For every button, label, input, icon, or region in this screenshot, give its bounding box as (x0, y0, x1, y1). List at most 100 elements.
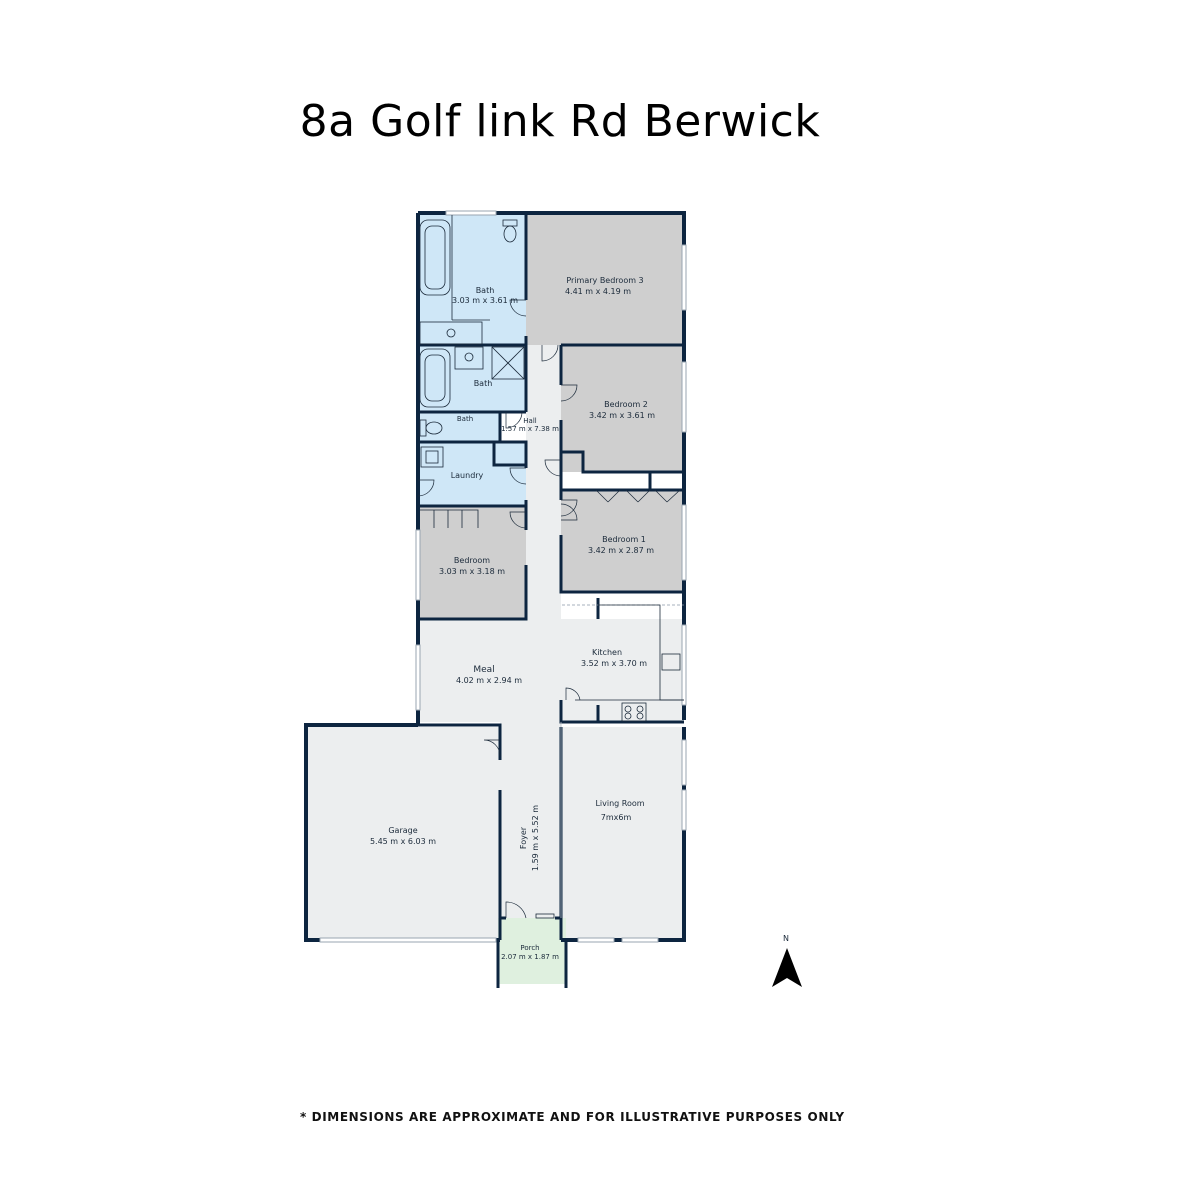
bedroom1-wall (559, 472, 684, 594)
porch-name: Porch (520, 944, 539, 952)
garage-door-swing (483, 739, 501, 757)
bathtub (419, 348, 451, 408)
ensuite-wall (418, 345, 528, 414)
bedroom-1-area (561, 490, 684, 592)
garage-area (306, 727, 500, 940)
toilet-bowl (503, 225, 517, 243)
bath-ensuite-name: Bath (474, 379, 493, 388)
window (681, 361, 687, 433)
window (621, 937, 659, 943)
living-room-name: Living Room (595, 799, 644, 808)
pantry-wall (559, 700, 600, 724)
cooktop (621, 702, 647, 722)
porch-area (498, 918, 566, 984)
window (681, 739, 687, 786)
laundry-cupboard-wall (492, 442, 526, 467)
hall-dims: 1.57 m x 7.38 m (501, 425, 559, 433)
disclaimer: * DIMENSIONS ARE APPROXIMATE AND FOR ILL… (300, 1110, 845, 1124)
door (509, 467, 527, 485)
bedroom-wall (418, 504, 528, 621)
bedroom-2-name: Bedroom 2 (604, 400, 648, 409)
primary-bedroom-area (526, 215, 684, 345)
burner (624, 712, 632, 720)
vanity (419, 321, 483, 345)
bedroom-1-name: Bedroom 1 (602, 535, 646, 544)
primary-bedroom-name: Primary Bedroom 3 (566, 276, 643, 285)
bath-main-area (418, 215, 526, 345)
north-label: N (783, 934, 789, 943)
shower-cross (491, 346, 525, 380)
living-room-area (561, 727, 684, 940)
door (560, 503, 578, 521)
laundry-tub (420, 446, 444, 468)
bathtub-inner (424, 354, 446, 402)
kitchen-sink (661, 653, 681, 671)
foyer-area (500, 722, 561, 918)
laundry-area (418, 442, 526, 506)
bathtub (419, 219, 451, 296)
bath-main-dims: 3.03 m x 3.61 m (452, 296, 518, 305)
primary-bedroom-dims: 4.41 m x 4.19 m (565, 287, 631, 296)
entry-door (505, 901, 527, 919)
bedroom-dims: 3.03 m x 3.18 m (439, 567, 505, 576)
burner (636, 705, 644, 713)
hall-name: Hall (523, 417, 536, 425)
robe-doors (654, 489, 681, 503)
door (544, 459, 562, 477)
meal-kitchen-area (418, 619, 684, 722)
side-light (535, 913, 555, 919)
window (445, 210, 497, 216)
bedroom2-south-wall (561, 450, 684, 474)
door (560, 384, 578, 402)
meal-name: Meal (473, 665, 494, 675)
door (505, 411, 523, 429)
robe-doors (595, 489, 651, 503)
bedroom2-wall (559, 343, 684, 472)
laundry-name: Laundry (451, 471, 484, 480)
door (509, 299, 527, 317)
foyer-name: Foyer (519, 826, 528, 849)
kitchen-dims: 3.52 m x 3.70 m (581, 659, 647, 668)
bath-wc-area (418, 412, 500, 442)
meal-dims: 4.02 m x 2.94 m (456, 676, 522, 685)
garage-east-wall (418, 723, 502, 940)
garage-name: Garage (388, 826, 417, 835)
window (681, 624, 687, 706)
north-arrow-icon (772, 948, 802, 987)
bath-wc-name: Bath (457, 415, 473, 423)
sliding-door (415, 644, 421, 711)
shower (491, 346, 525, 380)
garage-door (319, 937, 497, 943)
bath-main-name: Bath (476, 286, 495, 295)
living-room-dims: 7mx6m (601, 813, 632, 822)
door (541, 344, 559, 362)
garage-dims: 5.45 m x 6.03 m (370, 837, 436, 846)
toilet-bowl (425, 421, 443, 435)
bedroom-name: Bedroom (454, 556, 490, 565)
basin (446, 328, 456, 338)
vanity (454, 346, 484, 370)
porch-posts (496, 940, 568, 988)
plan-title: 8a Golf link Rd Berwick (299, 96, 821, 147)
bedroom-area (418, 506, 526, 619)
door (417, 479, 435, 497)
basin (464, 352, 474, 362)
foyer-dims: 1.59 m x 5.52 m (531, 805, 540, 871)
burner (636, 712, 644, 720)
window (415, 529, 421, 601)
window (681, 504, 687, 581)
exterior-wall (304, 211, 686, 942)
pantry-door (565, 687, 581, 701)
porch-dims: 2.07 m x 1.87 m (501, 953, 559, 961)
door (509, 511, 527, 529)
window (681, 244, 687, 311)
bedroom-1-dims: 3.42 m x 2.87 m (588, 546, 654, 555)
window (681, 789, 687, 831)
kitchen-name: Kitchen (592, 648, 622, 657)
laundry-tub-inner (425, 450, 439, 464)
linen-shelves (420, 509, 479, 528)
window (577, 937, 615, 943)
bathtub-inner (424, 225, 446, 290)
robe-wall (561, 472, 684, 492)
